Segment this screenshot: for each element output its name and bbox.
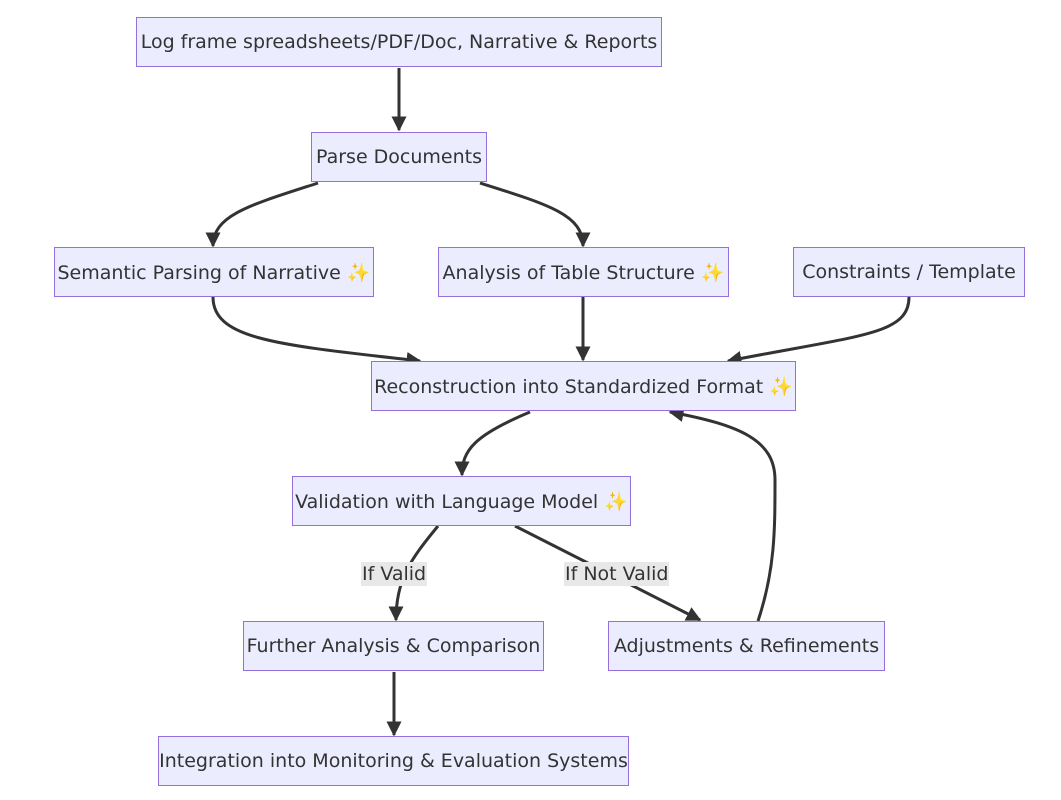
node-reconstruction: Reconstruction into Standardized Format … xyxy=(371,361,796,411)
edge-constraints-to-reconstruction xyxy=(726,296,911,366)
edge-label-if-not-valid: If Not Valid xyxy=(564,562,670,586)
edge-adjustments-to-reconstruction xyxy=(668,407,777,622)
edge-semantic-to-reconstruction xyxy=(211,296,422,367)
edge-parse-to-table xyxy=(479,181,591,248)
node-integration: Integration into Monitoring & Evaluation… xyxy=(158,736,629,786)
edge-reconstruction-to-validation xyxy=(454,410,531,477)
node-adjustments: Adjustments & Refinements xyxy=(608,621,885,671)
node-semantic-parsing: Semantic Parsing of Narrative ✨ xyxy=(54,247,374,297)
edge-label-if-valid: If Valid xyxy=(361,562,428,586)
node-further-analysis: Further Analysis & Comparison xyxy=(243,621,544,671)
node-logframe: Log frame spreadsheets/PDF/Doc, Narrativ… xyxy=(136,17,662,67)
node-parse-documents: Parse Documents xyxy=(311,132,487,182)
edge-parse-to-semantic xyxy=(205,181,319,248)
node-validation: Validation with Language Model ✨ xyxy=(292,476,631,526)
node-constraints-template: Constraints / Template xyxy=(793,247,1025,297)
node-table-analysis: Analysis of Table Structure ✨ xyxy=(438,247,729,297)
